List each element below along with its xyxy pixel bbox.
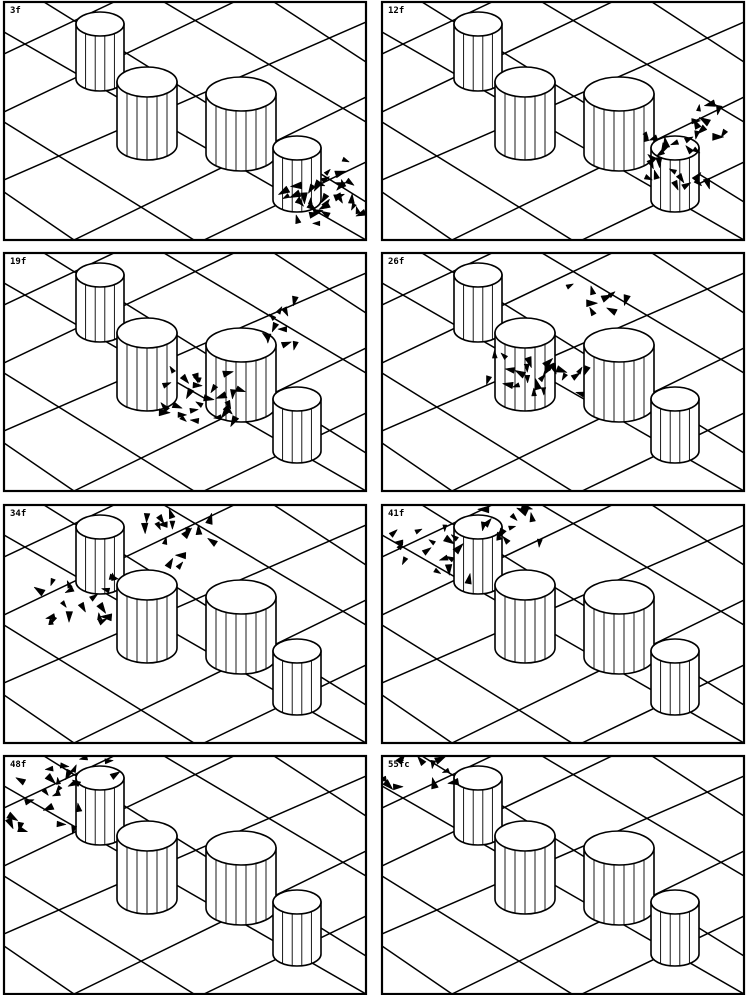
pillar-large — [206, 831, 276, 925]
pillar-top — [117, 570, 177, 600]
pillar-small-right — [651, 639, 699, 715]
pillar-top — [584, 580, 654, 614]
pillar-large — [206, 77, 276, 171]
pillar-front-left — [495, 67, 555, 160]
pillar-front-left — [117, 67, 177, 160]
frame-panel-5: 34f — [4, 505, 366, 743]
frame-panel-1: 3f — [4, 2, 366, 240]
frame-label: 26f — [388, 257, 404, 267]
pillar-front-left — [117, 318, 177, 411]
pillar-top — [495, 67, 555, 97]
pillar-top — [495, 821, 555, 851]
pillar-small-right — [273, 890, 321, 966]
frame-label: 55fc — [388, 760, 410, 770]
pillar-top — [454, 766, 502, 790]
pillar-top — [273, 639, 321, 663]
pillar-top — [206, 831, 276, 865]
pillar-top — [206, 328, 276, 362]
pillar-top — [454, 263, 502, 287]
pillar-small-right — [273, 387, 321, 463]
pillar-top — [495, 570, 555, 600]
pillar-large — [584, 580, 654, 674]
pillar-top — [117, 821, 177, 851]
frame-panel-4: 26f — [382, 253, 744, 491]
pillar-top — [206, 77, 276, 111]
pillar-top — [584, 328, 654, 362]
pillar-top — [584, 831, 654, 865]
frame-label: 3f — [10, 6, 21, 16]
pillar-large — [206, 328, 276, 422]
pillar-top — [651, 136, 699, 160]
frame-panel-2: 12f — [382, 2, 744, 240]
pillar-large — [584, 831, 654, 925]
pillar-top — [651, 387, 699, 411]
frame-panel-8: 55fc — [378, 754, 744, 994]
pillar-top — [206, 580, 276, 614]
pillar-top — [117, 318, 177, 348]
pillar-top — [76, 12, 124, 36]
pillar-top — [454, 515, 502, 539]
frame-label: 48f — [10, 760, 26, 770]
pillar-large — [584, 77, 654, 171]
pillar-large — [584, 328, 654, 422]
pillar-front-left — [117, 570, 177, 663]
pillar-small-right — [651, 387, 699, 463]
pillar-top — [651, 639, 699, 663]
frame-label: 12f — [388, 6, 404, 16]
pillar-small-right — [273, 639, 321, 715]
pillar-top — [273, 890, 321, 914]
pillar-top — [76, 263, 124, 287]
pillar-front-left — [495, 570, 555, 663]
pillar-top — [76, 766, 124, 790]
pillar-small-right — [651, 890, 699, 966]
pillar-top — [273, 136, 321, 160]
frame-panel-3: 19f — [4, 253, 366, 491]
frame-panel-6: 41f — [382, 503, 744, 743]
pillar-top — [584, 77, 654, 111]
pillar-top — [273, 387, 321, 411]
pillar-top — [76, 515, 124, 539]
pillar-front-left — [117, 821, 177, 914]
frame-label: 19f — [10, 257, 26, 267]
frame-label: 34f — [10, 509, 26, 519]
pillar-top — [117, 67, 177, 97]
pillar-top — [495, 318, 555, 348]
pillar-top — [651, 890, 699, 914]
pillar-front-left — [495, 821, 555, 914]
pillar-top — [454, 12, 502, 36]
frame-label: 41f — [388, 509, 404, 519]
frame-panel-7: 48f — [4, 755, 366, 994]
pillar-large — [206, 580, 276, 674]
